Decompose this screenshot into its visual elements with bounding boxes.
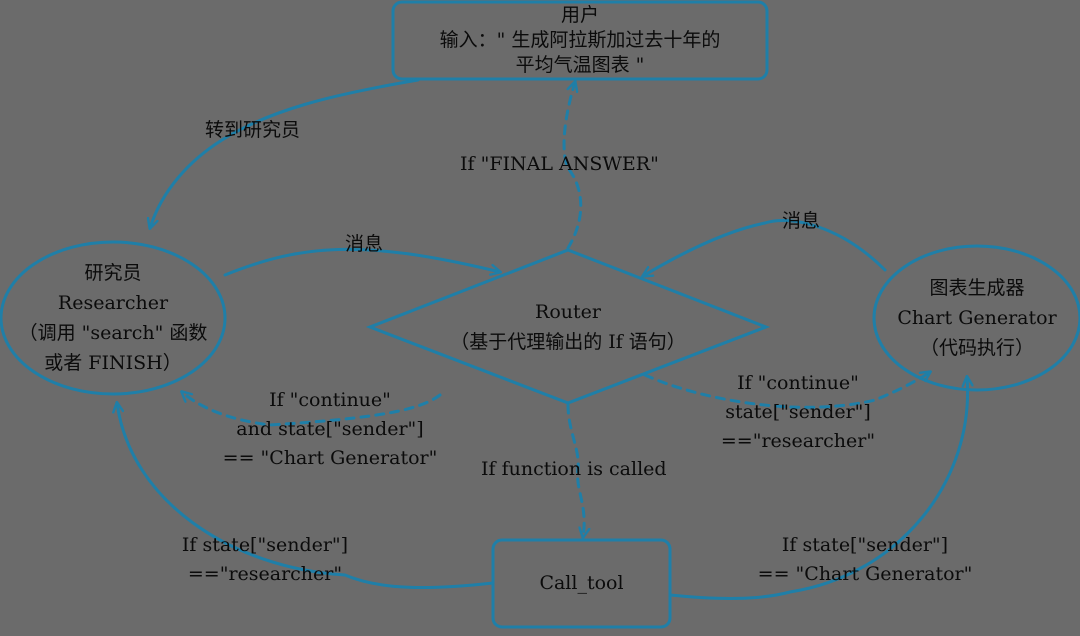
label-final-answer: If "FINAL ANSWER" bbox=[460, 153, 659, 175]
call-tool-node-label: Call_tool bbox=[539, 572, 624, 594]
edge-router-to-user bbox=[562, 82, 583, 250]
label-continue-researcher-line2: state["sender"] bbox=[725, 401, 871, 423]
label-sender-researcher-line2: =="researcher" bbox=[187, 563, 343, 585]
label-sender-researcher: If state["sender"] =="researcher" bbox=[170, 531, 360, 589]
chart-generator-node-title: 图表生成器 bbox=[929, 277, 1025, 299]
user-node-title: 用户 bbox=[560, 4, 599, 26]
label-sender-chart-generator: If state["sender"] == "Chart Generator" bbox=[745, 531, 985, 589]
label-continue-researcher-line3: =="researcher" bbox=[720, 430, 876, 452]
edge-router-to-calltool bbox=[566, 403, 584, 537]
chart-generator-node-shape bbox=[872, 244, 1080, 392]
edge-chart-to-router bbox=[643, 219, 887, 276]
user-node-shape bbox=[391, 0, 769, 81]
label-continue-chart-line1: If "continue" bbox=[269, 389, 391, 411]
label-sender-researcher-line1: If state["sender"] bbox=[181, 534, 349, 556]
edge-user-to-researcher bbox=[150, 78, 420, 228]
label-continue-chart-line2: and state["sender"] bbox=[236, 418, 424, 440]
label-to-researcher: 转到研究员 bbox=[205, 119, 301, 141]
label-message-left: 消息 bbox=[345, 233, 384, 255]
edge-router-to-chart bbox=[643, 372, 930, 409]
user-node-input-cont: 平均气温图表 " bbox=[515, 54, 645, 76]
edge-calltool-to-researcher bbox=[117, 403, 495, 590]
user-node[interactable]: 用户 输入：" 生成阿拉斯加过去十年的 平均气温图表 " bbox=[393, 2, 767, 79]
label-message-right: 消息 bbox=[782, 210, 821, 232]
label-continue-researcher-line1: If "continue" bbox=[737, 372, 859, 394]
researcher-node[interactable]: 研究员 Researcher （调用 "search" 函数 或者 FINISH… bbox=[1, 245, 225, 391]
label-function-called: If function is called bbox=[481, 458, 667, 480]
call-tool-node[interactable]: Call_tool bbox=[493, 540, 670, 627]
label-sender-chart-line1: If state["sender"] bbox=[781, 534, 949, 556]
researcher-node-name: Researcher bbox=[57, 292, 169, 314]
edge-router-to-researcher bbox=[182, 392, 442, 427]
label-continue-chart-generator: If "continue" and state["sender"] == "Ch… bbox=[210, 386, 450, 473]
router-node-shape bbox=[365, 248, 771, 405]
label-continue-researcher: If "continue" state["sender"] =="researc… bbox=[705, 369, 891, 456]
researcher-node-desc: （调用 "search" 函数 bbox=[18, 322, 208, 344]
researcher-node-title: 研究员 bbox=[84, 262, 142, 284]
label-sender-chart-line2: == "Chart Generator" bbox=[757, 563, 973, 585]
chart-generator-node-name: Chart Generator bbox=[897, 307, 1057, 329]
chart-generator-node[interactable]: 图表生成器 Chart Generator （代码执行） bbox=[880, 268, 1074, 368]
researcher-node-desc-cont: 或者 FINISH） bbox=[44, 352, 182, 374]
label-continue-chart-line3: == "Chart Generator" bbox=[222, 447, 438, 469]
router-node[interactable]: Router （基于代理输出的 If 语句） bbox=[400, 290, 736, 364]
router-node-desc: （基于代理输出的 If 语句） bbox=[450, 331, 686, 353]
edge-calltool-to-chart bbox=[668, 377, 968, 600]
edge-researcher-to-router bbox=[223, 247, 500, 277]
user-node-input: 输入：" 生成阿拉斯加过去十年的 bbox=[439, 29, 721, 51]
chart-generator-node-desc: （代码执行） bbox=[919, 337, 1034, 359]
researcher-node-shape bbox=[0, 240, 227, 396]
router-node-title: Router bbox=[535, 301, 601, 323]
